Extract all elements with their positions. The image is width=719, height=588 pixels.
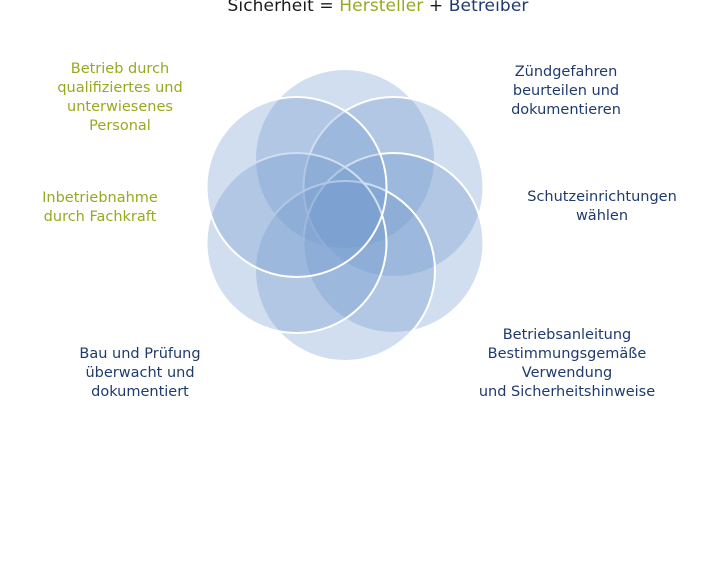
title-plus: + [423, 0, 449, 16]
label-line: Bau und Prüfung [79, 346, 201, 362]
overlap-circle [254, 180, 436, 362]
label-line: Personal [89, 118, 151, 134]
label-bau-pruefung: Bau und Prüfung überwacht und dokumentie… [64, 345, 216, 402]
overlap-circle [302, 96, 485, 278]
label-line: Betriebsanleitung [502, 327, 632, 343]
label-betriebsanleitung: Betriebsanleitung Bestimmungsgemäße Verw… [466, 326, 668, 402]
overlap-circle [254, 68, 436, 250]
label-line: Zündgefahren [514, 64, 618, 80]
overlap-circle [205, 152, 388, 334]
overlap-circle [302, 152, 485, 334]
label-schutzeinrichtungen: Schutzeinrichtungen wählen [516, 188, 688, 226]
label-line: qualifiziertes und [57, 80, 183, 96]
title-hersteller: Hersteller [339, 0, 424, 16]
label-line: Betrieb durch [70, 61, 170, 77]
label-betrieb-personal: Betrieb durch qualifiziertes und unterwi… [40, 60, 200, 136]
label-line: beurteilen und [512, 83, 620, 99]
label-line: dokumentiert [91, 384, 189, 400]
label-line: Inbetriebnahme [42, 190, 158, 206]
label-line: Verwendung [521, 365, 613, 381]
label-line: unterwiesenes [67, 99, 173, 115]
label-line: dokumentieren [511, 102, 621, 118]
label-zuendgefahren: Zündgefahren beurteilen und dokumentiere… [491, 63, 641, 120]
label-line: wählen [575, 208, 629, 224]
circle-group [205, 68, 485, 362]
diagram-title: Sicherheit = Hersteller + Betreiber [0, 0, 719, 16]
label-line: durch Fachkraft [43, 209, 157, 225]
label-line: und Sicherheitshinweise [478, 384, 656, 400]
label-line: Schutzeinrichtungen [527, 189, 677, 205]
label-inbetriebnahme: Inbetriebnahme durch Fachkraft [25, 189, 175, 227]
label-line: Bestimmungsgemäße [487, 346, 647, 362]
label-line: überwacht und [85, 365, 195, 381]
title-betreiber: Betreiber [448, 0, 529, 16]
overlap-circle [205, 96, 388, 278]
title-prefix: Sicherheit = [227, 0, 340, 16]
